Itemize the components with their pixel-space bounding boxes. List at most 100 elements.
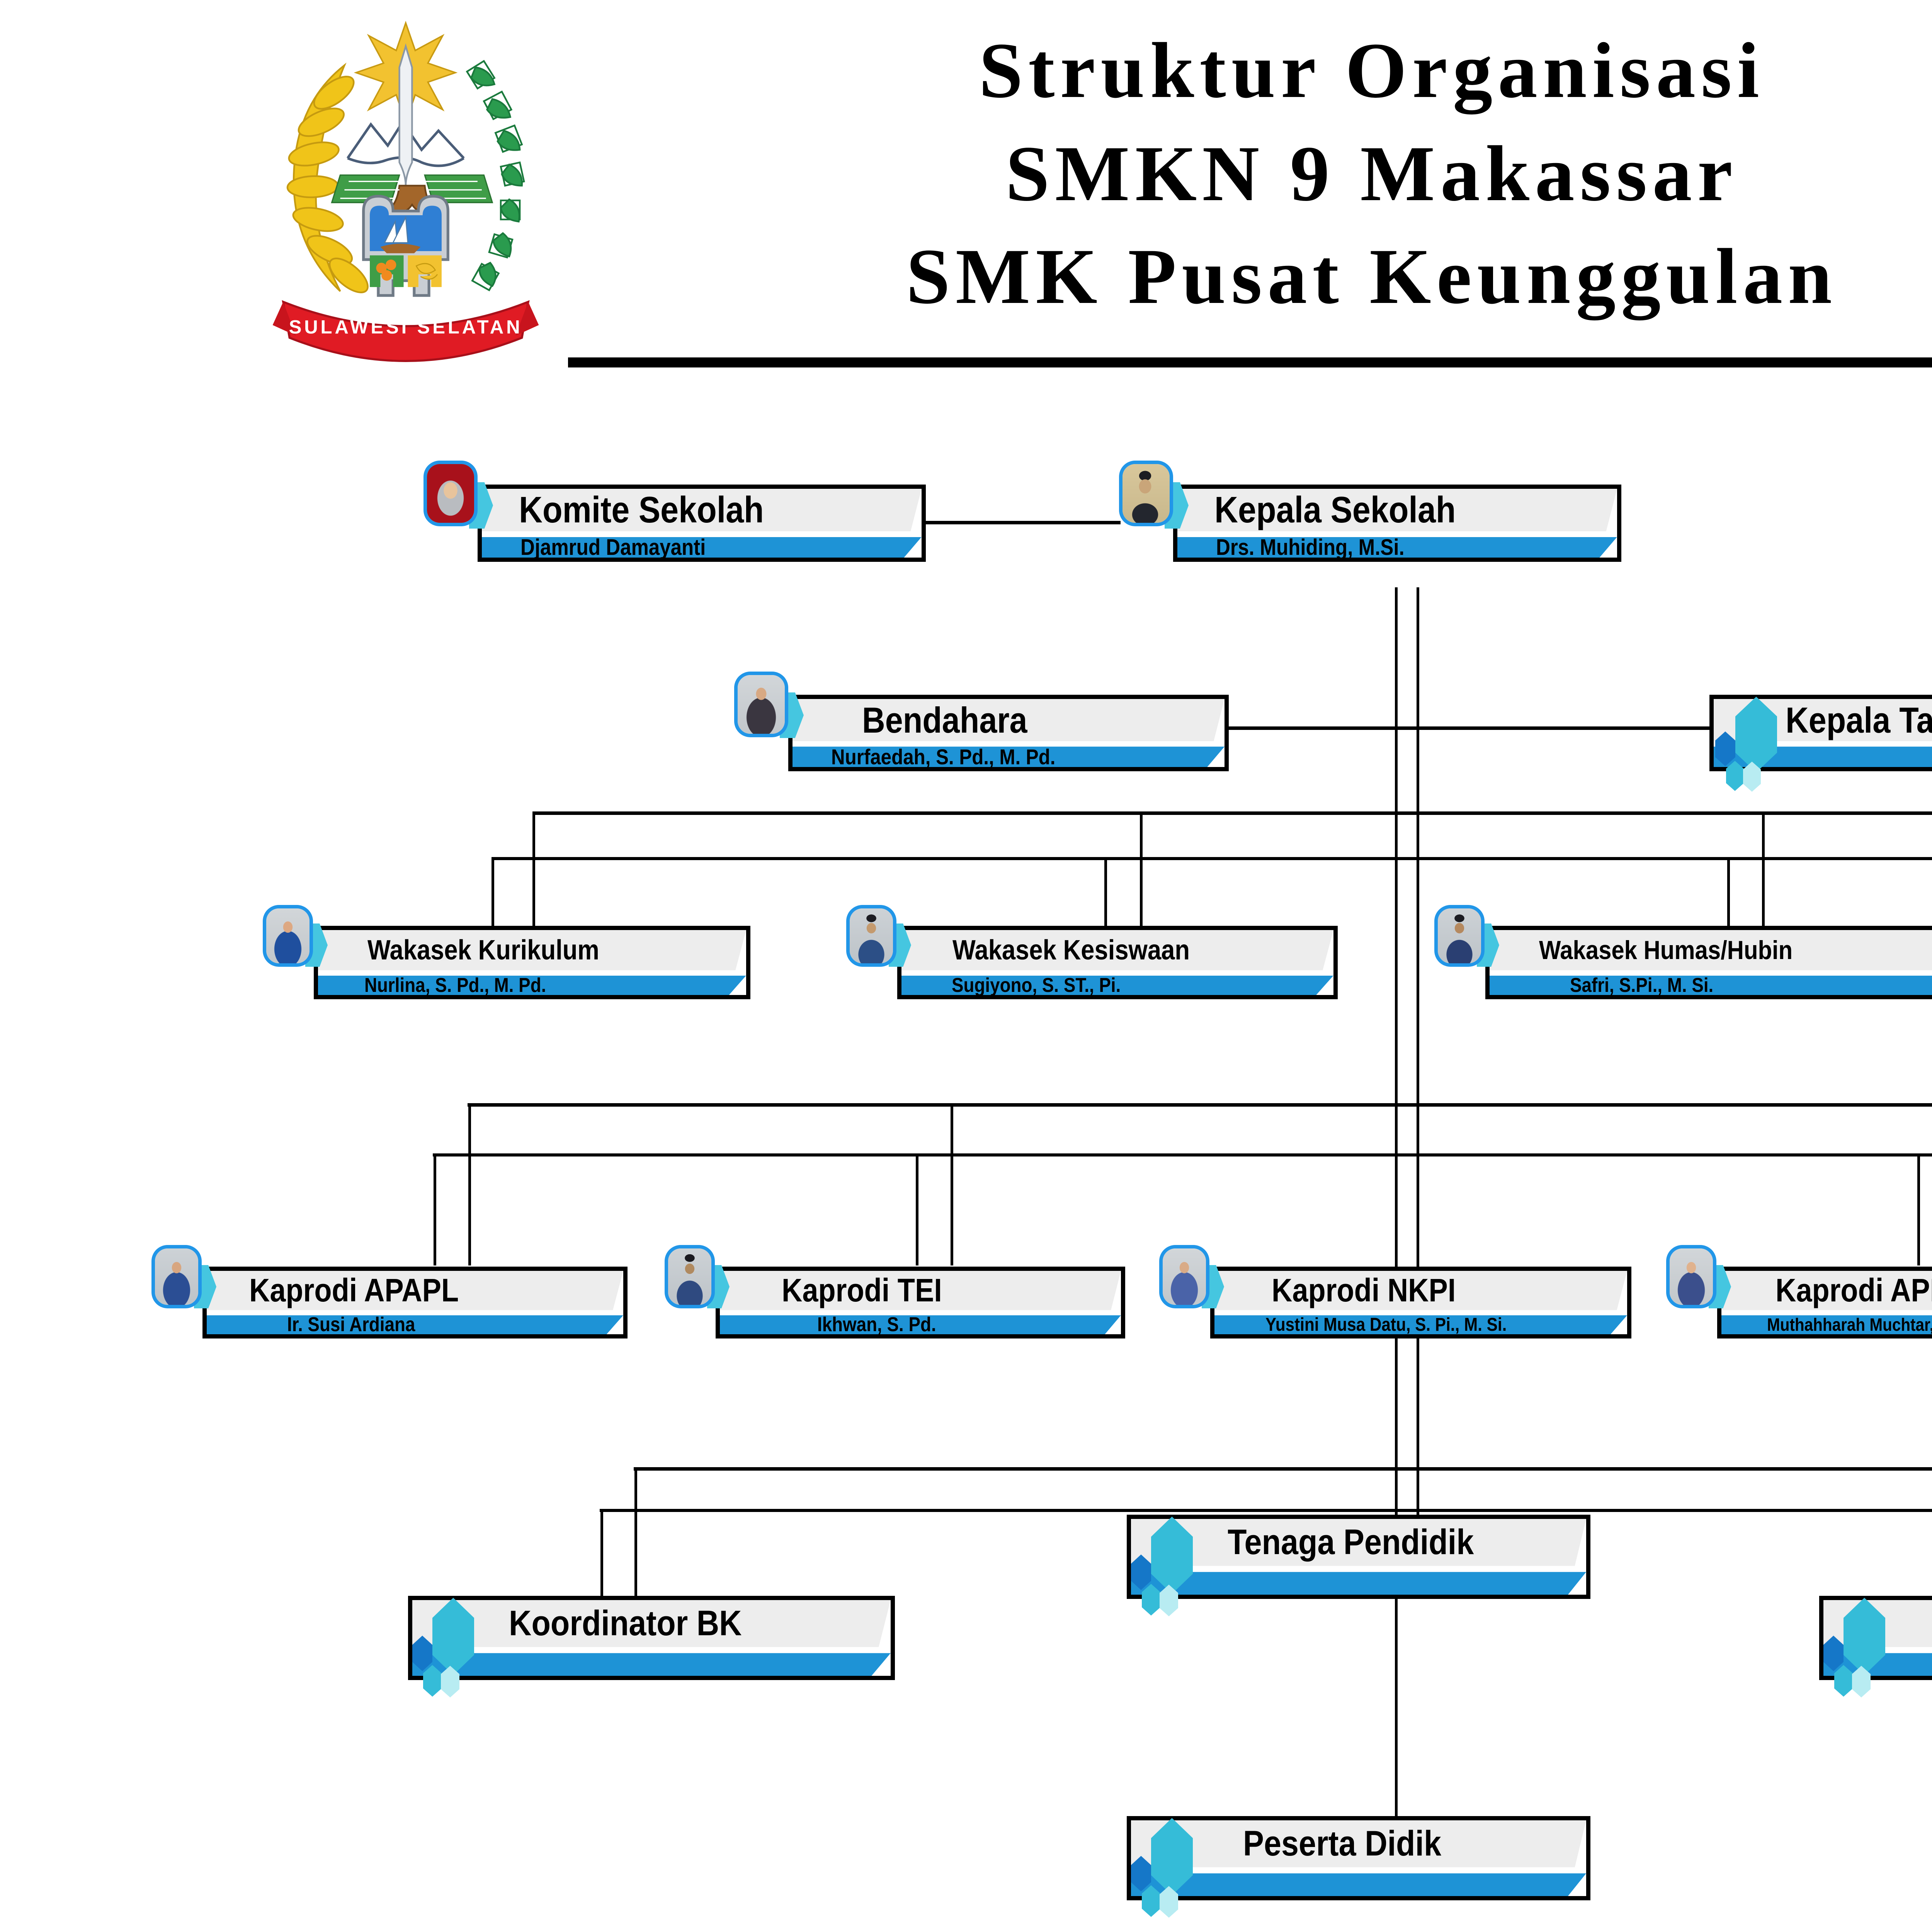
kaprodi-aphpi-title-band: Kaprodi APHPI: [1721, 1271, 1932, 1310]
wakasek-kurikulum-name-band: Nurlina, S. Pd., M. Pd.: [318, 974, 746, 997]
svg-text:SULAWESI SELATAN: SULAWESI SELATAN: [289, 316, 523, 338]
peserta-didik-title-band: Peserta Didik: [1131, 1820, 1586, 1867]
koordinator-bk-title-band: Koordinator BK: [412, 1600, 891, 1647]
bendahara-name-band: Nurfaedah, S. Pd., M. Pd.: [793, 747, 1225, 767]
connector-bottom-bus-dashed: [600, 1509, 1932, 1512]
tenaga-pendidik-title-band: Tenaga Pendidik: [1131, 1519, 1586, 1566]
title-line-2: SMKN 9 Makassar: [1005, 129, 1738, 218]
wakasek-kesiswaan-name: Sugiyono, S. ST., Pi.: [952, 974, 1121, 997]
connector-drop-kaprodi-tei: [951, 1103, 953, 1265]
kaprodi-aphpi-name-band: Muthahharah Muchtar, S. Pi., M. Si: [1721, 1315, 1932, 1334]
connector-drop-kaprodi-apapl-dashed: [434, 1153, 436, 1265]
wakasek-kurikulum-photo: [263, 905, 313, 967]
kaprodi-aphpi-name: Muthahharah Muchtar, S. Pi., M. Si: [1767, 1315, 1932, 1335]
peserta-didik-hexagon-decor: [1131, 1818, 1224, 1918]
wakasek-kesiswaan-title: Wakasek Kesiswaan: [952, 935, 1190, 966]
kepala-sekolah-card[interactable]: Kepala Sekolah Drs. Muhiding, M.Si.: [1173, 485, 1621, 562]
connector-drop-koordinator-bk: [634, 1467, 637, 1664]
koordinator-bk-title: Koordinator BK: [509, 1604, 742, 1643]
koordinator-bk-name-band: [412, 1653, 891, 1676]
kepala-tata-usaha-title: Kepala Tata Usaha: [1786, 699, 1932, 740]
kepala-sekolah-photo: [1119, 461, 1173, 526]
tenaga-pendidik-name-band: [1131, 1572, 1586, 1595]
kaprodi-apapl-card[interactable]: Kaprodi APAPL Ir. Susi Ardiana: [202, 1267, 628, 1338]
kaprodi-apapl-name-band: Ir. Susi Ardiana: [207, 1315, 623, 1334]
kepala-tata-usaha-card[interactable]: Kepala Tata Usaha: [1709, 695, 1932, 792]
komite-sekolah-card[interactable]: Komite Sekolah Djamrud Damayanti: [478, 485, 926, 562]
connector-drop-kaprodi-apapl: [468, 1103, 471, 1265]
kaprodi-tei-name-band: Ikhwan, S. Pd.: [720, 1315, 1121, 1334]
connector-bottom-bus-solid: [634, 1467, 1932, 1471]
bendahara-name: Nurfaedah, S. Pd., M. Pd.: [831, 745, 1056, 769]
connector-drop-wakasek-kurikulum: [532, 811, 535, 927]
kaprodi-apapl-name: Ir. Susi Ardiana: [287, 1313, 415, 1336]
connector-kepsek-trunk-dashed: [1395, 587, 1398, 1816]
wali-kelas-card[interactable]: Wali Kelas: [1819, 1596, 1932, 1697]
kepala-tata-usaha-hexagon-decor: [1714, 697, 1803, 792]
connector-drop-wakasek-kesiswaan-dashed: [1104, 857, 1107, 927]
wakasek-kurikulum-name: Nurlina, S. Pd., M. Pd.: [364, 974, 546, 997]
wakasek-kesiswaan-card[interactable]: Wakasek Kesiswaan Sugiyono, S. ST., Pi.: [897, 926, 1338, 999]
kaprodi-tei-card[interactable]: Kaprodi TEI Ikhwan, S. Pd.: [716, 1267, 1125, 1338]
kaprodi-tei-photo: [665, 1245, 715, 1308]
connector-drop-kaprodi-tei-dashed: [916, 1153, 918, 1265]
wakasek-humas-title-band: Wakasek Humas/Hubin: [1490, 930, 1932, 971]
connector-drop-koordinator-bk-dashed: [600, 1509, 603, 1663]
peserta-didik-name-band: [1131, 1873, 1586, 1896]
kaprodi-nkpi-name: Yustini Musa Datu, S. Pi., M. Si.: [1265, 1314, 1507, 1335]
peserta-didik-card[interactable]: Peserta Didik: [1127, 1816, 1590, 1918]
connector-bendahara-to-tatausaha: [1229, 726, 1719, 730]
kaprodi-nkpi-title-band: Kaprodi NKPI: [1214, 1271, 1627, 1310]
connector-kaprodi-bus-dashed: [433, 1153, 1932, 1156]
bendahara-card[interactable]: Bendahara Nurfaedah, S. Pd., M. Pd.: [788, 695, 1229, 771]
poster-title: Struktur Organisasi SMKN 9 Makassar SMK …: [618, 19, 1932, 328]
tenaga-pendidik-card[interactable]: Tenaga Pendidik: [1127, 1515, 1590, 1616]
connector-komite-to-kepsek: [916, 521, 1121, 524]
title-line-3: SMK Pusat Keunggulan: [906, 233, 1838, 320]
connector-drop-wakasek-kurikulum-dashed: [492, 857, 494, 927]
bendahara-title-band: Bendahara: [793, 699, 1225, 742]
kaprodi-tei-title: Kaprodi TEI: [782, 1272, 942, 1309]
title-line-1: Struktur Organisasi: [979, 27, 1765, 114]
connector-drop-wakasek-kesiswaan: [1140, 811, 1143, 927]
kaprodi-aphpi-title: Kaprodi APHPI: [1776, 1272, 1932, 1309]
wakasek-kurikulum-title: Wakasek Kurikulum: [367, 935, 599, 966]
bendahara-title: Bendahara: [862, 699, 1027, 740]
sulawesi-selatan-emblem-icon: SULAWESI SELATAN: [247, 4, 564, 363]
kaprodi-nkpi-title: Kaprodi NKPI: [1272, 1272, 1456, 1309]
tenaga-pendidik-hexagon-decor: [1131, 1517, 1224, 1616]
kaprodi-nkpi-name-band: Yustini Musa Datu, S. Pi., M. Si.: [1214, 1315, 1627, 1334]
komite-sekolah-name: Djamrud Damayanti: [520, 534, 706, 560]
wakasek-humas-title: Wakasek Humas/Hubin: [1539, 935, 1793, 965]
kaprodi-apapl-title: Kaprodi APAPL: [249, 1272, 459, 1309]
tenaga-pendidik-title: Tenaga Pendidik: [1228, 1522, 1474, 1562]
connector-wakasek-bus-solid: [533, 811, 1932, 815]
komite-sekolah-photo: [423, 461, 478, 526]
komite-sekolah-name-band: Djamrud Damayanti: [482, 537, 922, 558]
connector-kepsek-trunk: [1417, 587, 1419, 1515]
kepala-sekolah-name: Drs. Muhiding, M.Si.: [1216, 534, 1405, 560]
kepala-sekolah-title-band: Kepala Sekolah: [1177, 489, 1617, 532]
bendahara-photo: [734, 672, 788, 737]
wakasek-humas-name: Safri, S.Pi., M. Si.: [1570, 974, 1714, 997]
peserta-didik-title: Peserta Didik: [1243, 1824, 1441, 1864]
kaprodi-tei-title-band: Kaprodi TEI: [720, 1271, 1121, 1310]
kaprodi-nkpi-card[interactable]: Kaprodi NKPI Yustini Musa Datu, S. Pi., …: [1210, 1267, 1631, 1338]
wakasek-humas-card[interactable]: Wakasek Humas/Hubin Safri, S.Pi., M. Si.: [1485, 926, 1932, 999]
kaprodi-tei-name: Ikhwan, S. Pd.: [817, 1313, 936, 1336]
title-underline-divider: [568, 357, 1932, 367]
connector-drop-wakasek-humas-dashed: [1727, 857, 1730, 927]
wakasek-humas-name-band: Safri, S.Pi., M. Si.: [1490, 974, 1932, 997]
kaprodi-aphpi-card[interactable]: Kaprodi APHPI Muthahharah Muchtar, S. Pi…: [1717, 1267, 1932, 1338]
wakasek-kurikulum-title-band: Wakasek Kurikulum: [318, 930, 746, 971]
kaprodi-apapl-title-band: Kaprodi APAPL: [207, 1271, 623, 1310]
wakasek-kurikulum-card[interactable]: Wakasek Kurikulum Nurlina, S. Pd., M. Pd…: [314, 926, 750, 999]
connector-drop-wakasek-humas: [1762, 811, 1765, 927]
kaprodi-nkpi-photo: [1159, 1245, 1209, 1308]
connector-drop-kaprodi-aphpi-dashed: [1917, 1153, 1920, 1265]
koordinator-bk-card[interactable]: Koordinator BK: [408, 1596, 895, 1697]
kaprodi-aphpi-photo: [1666, 1245, 1716, 1308]
komite-sekolah-title-band: Komite Sekolah: [482, 489, 922, 532]
wakasek-kesiswaan-name-band: Sugiyono, S. ST., Pi.: [901, 974, 1333, 997]
